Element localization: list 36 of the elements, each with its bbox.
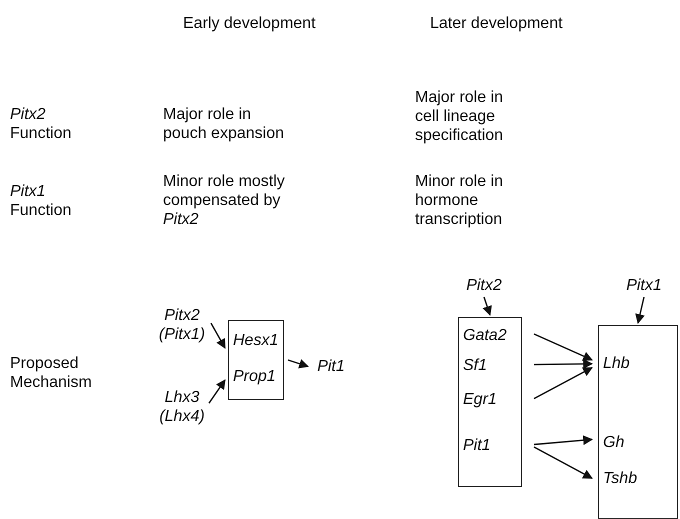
arrow (534, 333, 593, 361)
arrow (534, 446, 593, 479)
arrow (208, 379, 226, 404)
gene-label: Hesx1 (233, 331, 278, 350)
arrow (288, 359, 309, 368)
gene-box (228, 320, 284, 400)
gene-label: Pitx1 (622, 276, 666, 295)
gene-label: Tshb (603, 469, 638, 488)
row-heading: Proposed Mechanism (10, 354, 93, 392)
arrow (534, 359, 593, 369)
gene-label: Prop1 (233, 367, 276, 386)
description-text: Major role in cell lineage specification (415, 88, 504, 145)
gene-label: Sf1 (463, 356, 488, 375)
gene-box (458, 317, 522, 487)
arrow (482, 296, 492, 316)
gene-label: Lhx3 (Lhx4) (147, 388, 217, 426)
row-heading: Pitx2 Function (10, 105, 72, 143)
description-text: Minor role in hormone transcription (415, 172, 504, 229)
gene-label: Pitx2 (Pitx1) (147, 306, 217, 344)
gene-label: Pitx2 (462, 276, 506, 295)
gene-label: Pit1 (463, 436, 491, 455)
description-text: Major role in pouch expansion (163, 105, 285, 143)
gene-box (598, 325, 678, 519)
arrow (534, 435, 593, 446)
description-text: Minor role mostly compensated by Pitx2 (163, 172, 286, 229)
gene-label: Gata2 (463, 326, 507, 345)
gene-label: Gh (603, 433, 624, 452)
column-heading: Later development (430, 14, 563, 33)
column-heading: Early development (183, 14, 316, 33)
gene-label: Lhb (603, 354, 630, 373)
arrow (210, 322, 226, 349)
arrow (635, 296, 645, 324)
gene-label: Egr1 (463, 390, 497, 409)
arrow (534, 367, 593, 400)
gene-label: Pit1 (312, 357, 350, 376)
row-heading: Pitx1 Function (10, 182, 72, 220)
